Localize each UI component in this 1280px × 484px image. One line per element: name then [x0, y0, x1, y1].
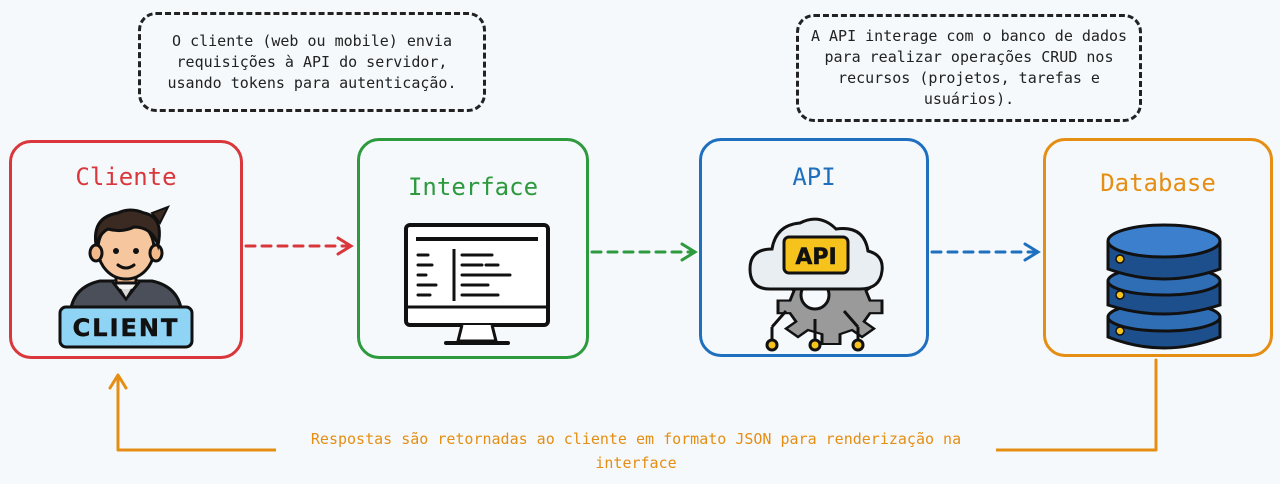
interface-title: Interface: [407, 173, 539, 201]
api-badge-text: API: [795, 245, 836, 270]
note-client-request-text: O cliente (web ou mobile) envia requisiç…: [167, 31, 457, 92]
api-title: API: [792, 163, 836, 191]
interface-node: Interface: [357, 138, 589, 359]
arrow-client-to-interface: [244, 236, 354, 256]
monitor-icon: [404, 223, 550, 345]
client-person-icon: CLIENT: [58, 205, 194, 349]
note-api-database: A API interage com o banco de dados para…: [796, 14, 1142, 122]
response-label: Respostas são retornadas ao cliente em f…: [276, 427, 996, 475]
client-badge-text: CLIENT: [73, 314, 180, 342]
api-node: API API: [699, 138, 929, 357]
client-title: Cliente: [75, 163, 177, 191]
database-icon: [1106, 223, 1222, 350]
note-client-request: O cliente (web ou mobile) envia requisiç…: [138, 12, 486, 112]
arrow-interface-to-api: [590, 242, 698, 262]
client-node: Cliente CLIENT: [9, 140, 243, 359]
note-api-database-text: A API interage com o banco de dados para…: [810, 27, 1128, 108]
arrow-api-to-database: [930, 242, 1041, 262]
api-cloud-gear-icon: API: [748, 217, 884, 352]
database-node: Database: [1043, 138, 1273, 357]
database-title: Database: [1100, 169, 1216, 197]
